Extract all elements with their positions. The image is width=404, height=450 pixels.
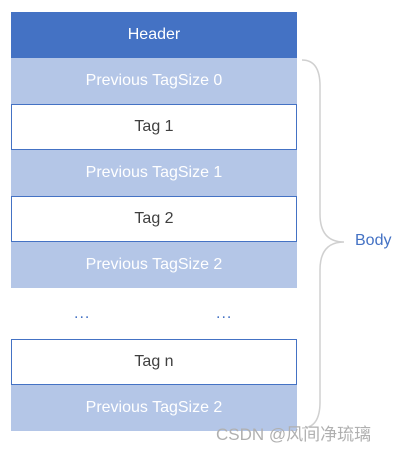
tag-1-label: Tag 1 (134, 118, 174, 135)
tag-n-block: Tag n (11, 339, 297, 385)
previous-tagsize-last-block: Previous TagSize 2 (11, 385, 297, 431)
tag-1-block: Tag 1 (11, 104, 297, 150)
previous-tagsize-2-label: Previous TagSize 2 (85, 256, 223, 273)
ellipsis-left: ... (74, 305, 91, 322)
header-block: Header (11, 12, 297, 58)
ellipsis-right: ... (216, 305, 233, 322)
tag-2-label: Tag 2 (134, 210, 174, 227)
tag-n-label: Tag n (134, 353, 174, 370)
previous-tagsize-1-block: Previous TagSize 1 (11, 150, 297, 196)
previous-tagsize-1-label: Previous TagSize 1 (85, 164, 223, 181)
body-brace (301, 59, 345, 429)
tag-2-block: Tag 2 (11, 196, 297, 242)
body-label: Body (355, 232, 392, 249)
header-label: Header (127, 26, 181, 43)
previous-tagsize-0-label: Previous TagSize 0 (85, 72, 223, 89)
previous-tagsize-0-block: Previous TagSize 0 (11, 58, 297, 104)
previous-tagsize-2-block: Previous TagSize 2 (11, 242, 297, 288)
previous-tagsize-last-label: Previous TagSize 2 (85, 399, 223, 416)
watermark: CSDN @风间净琉璃 (216, 425, 372, 444)
brace-path (301, 59, 345, 429)
